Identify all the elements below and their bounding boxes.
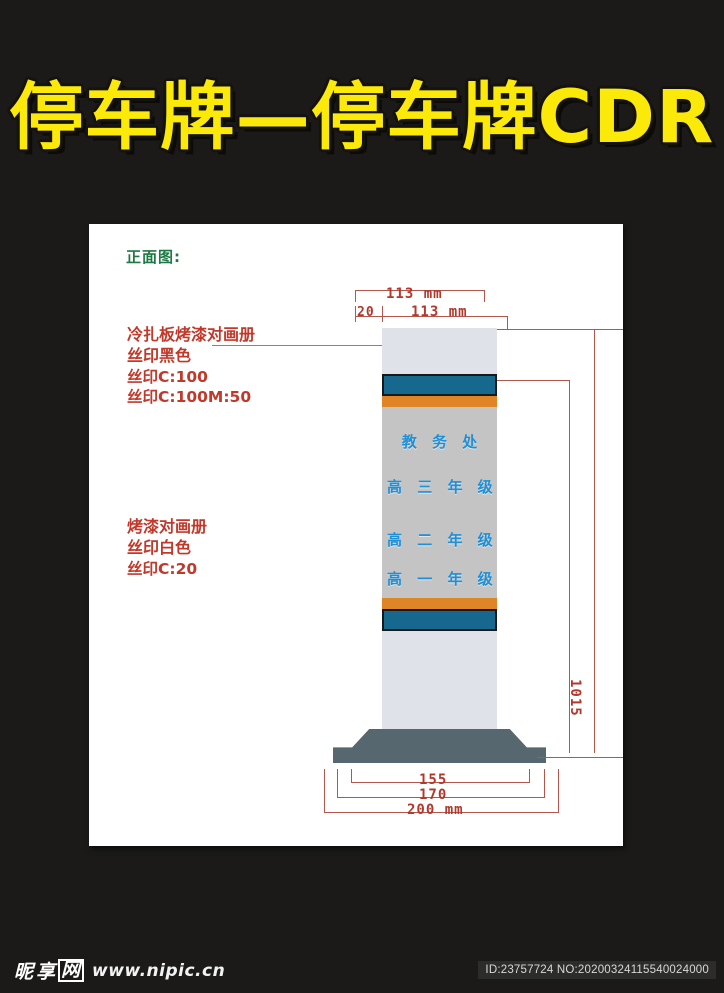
- annotation-line: 丝印C:100: [127, 367, 208, 386]
- page-title-bar: 停车牌—停车牌CDR: [0, 62, 724, 172]
- annotation-line: 烤漆对画册: [127, 517, 208, 536]
- dim-200-label: 200 mm: [407, 802, 464, 818]
- footer-bar: 昵 享 网 www.nipic.cn ID:23757724 NO:202003…: [0, 950, 724, 993]
- page-title: 停车牌—停车牌CDR: [8, 74, 715, 160]
- dim-top-outer-tick-right: [484, 290, 485, 302]
- dim-top-inner-label: 113 mm: [411, 304, 468, 320]
- dim-155-line: [351, 782, 530, 783]
- dim-right-mid-vline: [594, 329, 595, 753]
- artboard: 正面图: 冷扎板烤漆对画册 丝印黑色 丝印C:100 丝印C:100M:50 烤…: [89, 224, 623, 846]
- brand-glyph-1: 昵: [14, 961, 35, 983]
- dim-155-tick-left: [351, 769, 352, 783]
- post-band-orange-top: [382, 396, 497, 407]
- signpost-base: [333, 729, 546, 763]
- dim-170-tick-right: [544, 769, 545, 798]
- sign-line-grade-2: 高 二 年 级: [387, 531, 498, 549]
- dim-right-outer-bottom: [537, 757, 623, 758]
- annotation-line: 丝印黑色: [127, 346, 192, 366]
- dim-top-outer-tick-left: [355, 290, 356, 302]
- dim-top-outer-label: 113 mm: [386, 286, 443, 302]
- post-body-gray: [382, 407, 497, 598]
- dim-top-inner-tick-right: [507, 316, 508, 329]
- dim-170-tick-left: [337, 769, 338, 798]
- dim-left-offset-tick-a: [355, 306, 356, 322]
- brand-url[interactable]: www.nipic.cn: [92, 960, 226, 981]
- base-shape: [333, 729, 546, 763]
- dim-170-line: [337, 797, 545, 798]
- post-segment-bottom-light: [382, 631, 497, 737]
- dim-170-label: 170: [419, 787, 448, 803]
- dim-left-offset-tick-b: [382, 306, 383, 322]
- dim-top-outer-line: [355, 290, 485, 291]
- annotation-block-bottom: 烤漆对画册 丝印白色 丝印C:20: [127, 516, 207, 579]
- sign-line-grade-3: 高 三 年 级: [387, 478, 498, 496]
- dim-height-label: 1015: [567, 679, 583, 717]
- dim-200-line: [324, 812, 559, 813]
- front-view-heading: 正面图:: [126, 248, 181, 266]
- post-band-blue-top: [382, 374, 497, 396]
- annotation-line: 冷扎板烤漆对画册: [127, 325, 256, 344]
- brand-glyph-2: 享: [36, 961, 57, 983]
- brand-glyph-3: 网: [58, 959, 85, 982]
- image-id-badge: ID:23757724 NO:20200324115540024000: [478, 961, 716, 979]
- post-band-blue-bottom: [382, 609, 497, 631]
- signpost-text-group: 教 务 处 高 三 年 级 高 二 年 级 高 一 年 级: [382, 431, 497, 589]
- sign-line-grade-1: 高 一 年 级: [387, 570, 498, 588]
- dim-155-label: 155: [419, 772, 448, 788]
- sign-line-office: 教 务 处: [401, 433, 483, 451]
- dim-right-inner-top: [497, 380, 570, 381]
- dim-right-inner-vline: [569, 380, 570, 753]
- leader-line: [212, 345, 434, 346]
- brand-logo-cn: 昵 享 网: [14, 957, 85, 984]
- dim-right-outer-top: [497, 329, 623, 330]
- dim-155-tick-right: [529, 769, 530, 783]
- annotation-line: 丝印白色: [127, 538, 192, 558]
- dim-200-tick-right: [558, 769, 559, 813]
- annotation-line: 丝印C:20: [127, 559, 198, 578]
- dim-top-inner-line: [355, 316, 508, 317]
- dim-left-offset-label: 20: [357, 305, 375, 320]
- dim-200-tick-left: [324, 769, 325, 813]
- site-brand[interactable]: 昵 享 网 www.nipic.cn: [14, 957, 225, 984]
- post-segment-top-light: [382, 328, 497, 374]
- annotation-line: 丝印C:100M:50: [127, 388, 252, 407]
- signpost-graphic: [382, 328, 497, 737]
- annotation-block-top: 冷扎板烤漆对画册 丝印黑色 丝印C:100 丝印C:100M:50: [127, 324, 255, 408]
- post-band-orange-bottom: [382, 598, 497, 609]
